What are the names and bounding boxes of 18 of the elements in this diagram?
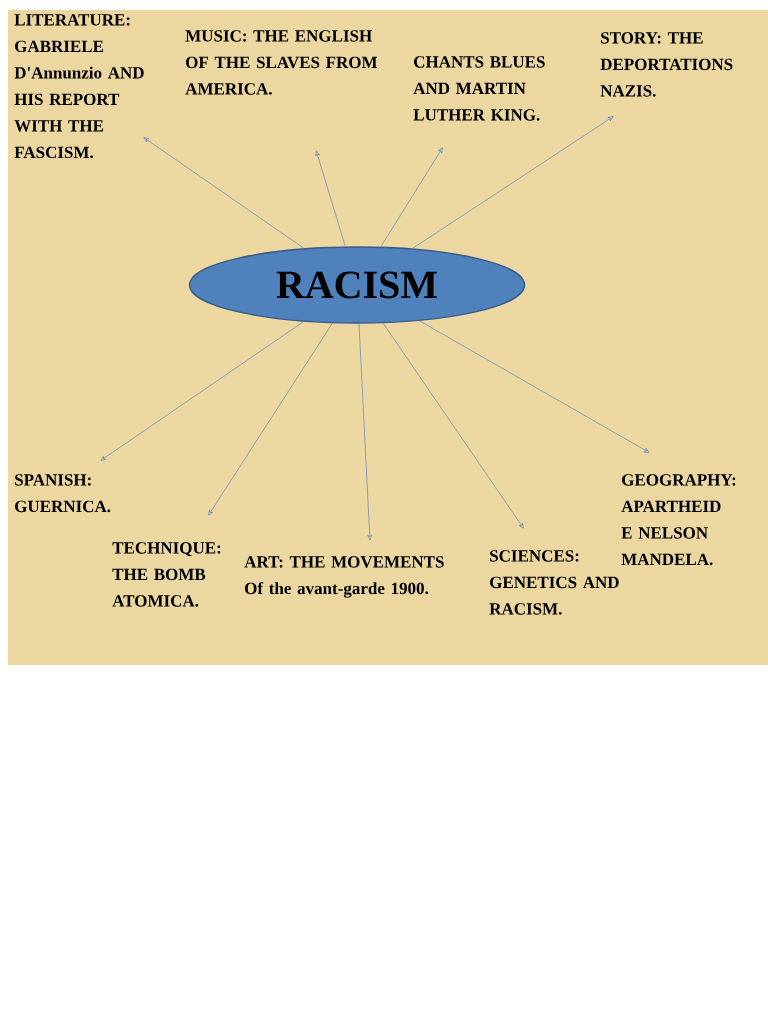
arrow — [380, 147, 443, 248]
topic-text: LITERATURE: GABRIELE D'Annunzio AND HIS REPORT WITH THE FASCISM. — [14, 14, 144, 159]
topic-text: TECHNIQUE: THE BOMB ATOMICA. — [112, 542, 221, 607]
topic-text: STORY: THE DEPORTATIONS NAZIS. — [600, 32, 733, 97]
topic-text: SPANISH: GUERNICA. — [15, 474, 111, 513]
arrow — [419, 320, 650, 453]
topic-text: ART: THE MOVEMENTS Of the avant-garde 1900. — [244, 556, 444, 598]
arrow — [315, 150, 346, 247]
arrow — [208, 322, 333, 516]
arrow — [358, 323, 373, 541]
arrow — [100, 321, 304, 461]
topic-text: CHANTS BLUES AND MARTIN LUTHER KING. — [413, 56, 545, 121]
topic-text: SCIENCES: GENETICS AND RACISM. — [489, 550, 619, 615]
arrow — [382, 322, 524, 529]
arrow — [412, 116, 614, 249]
topic-text: GEOGRAPHY: APARTHEID E NELSON MANDELA. — [621, 474, 736, 566]
arrow — [143, 137, 305, 249]
topic-text: MUSIC: THE ENGLISH OF THE SLAVES FROM AMERICA. — [185, 30, 378, 95]
